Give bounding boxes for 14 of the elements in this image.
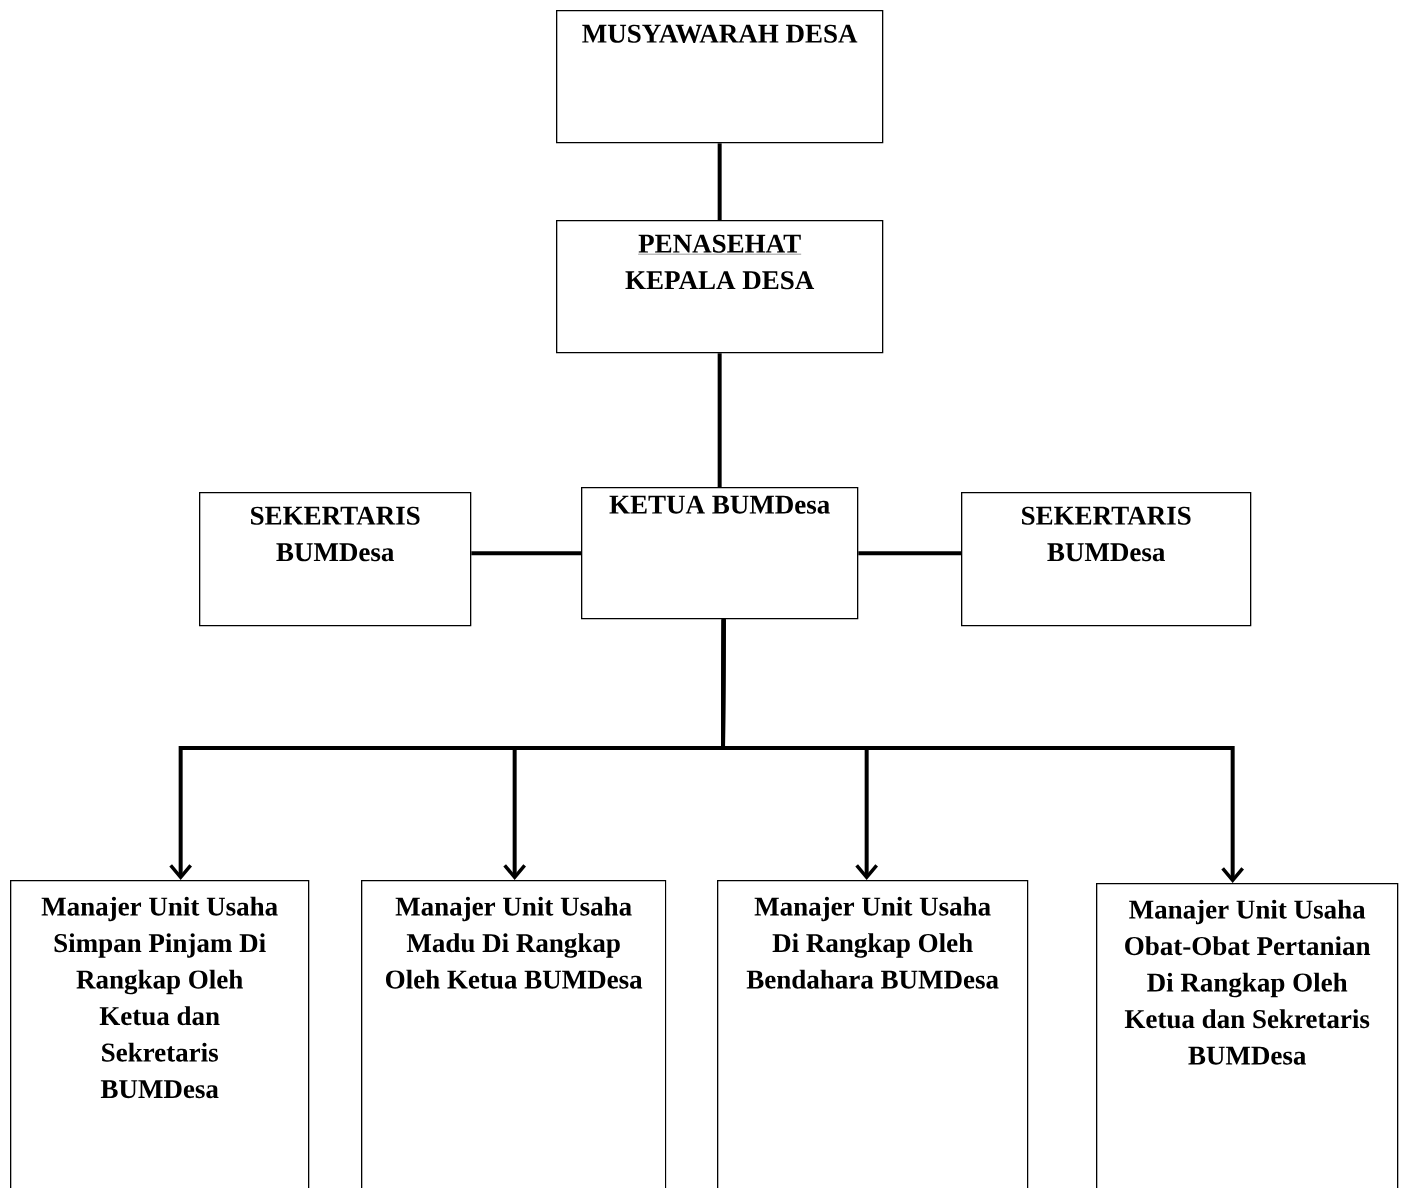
org-box: SEKERTARIS BUMDesa bbox=[199, 492, 472, 627]
org-box: Manajer Unit Usaha Madu Di Rangkap Oleh Ketua BUMDesa bbox=[361, 880, 667, 1188]
connector-line bbox=[721, 619, 1244, 883]
org-box: PENASEHAT KEPALA DESA bbox=[556, 220, 884, 354]
connector-line bbox=[717, 353, 722, 487]
org-box: Manajer Unit Usaha Simpan Pinjam Di Rangkap Oleh Ketua dan Sekretaris BUMDesa bbox=[10, 880, 310, 1188]
org-box: MUSYAWARAH DESA bbox=[556, 10, 884, 144]
org-box: KETUA BUMDesa bbox=[581, 487, 859, 620]
connector-line bbox=[717, 143, 722, 220]
org-box: Manajer Unit Usaha Di Rangkap Oleh Bendahara BUMDesa bbox=[717, 880, 1029, 1188]
connector-line bbox=[471, 551, 581, 556]
org-box: Manajer Unit Usaha Obat-Obat Pertanian Di Rangkap Oleh Ketua dan Sekretaris BUMDesa bbox=[1096, 883, 1399, 1188]
connector-line bbox=[858, 551, 961, 556]
org-box: SEKERTARIS BUMDesa bbox=[961, 492, 1252, 627]
